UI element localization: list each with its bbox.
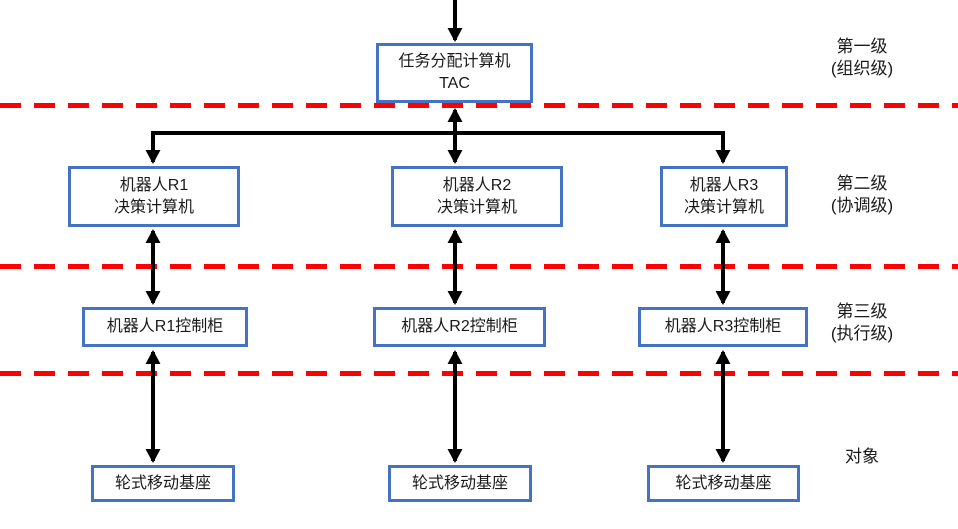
node-r1-decision-computer: 机器人R1 决策计算机: [68, 166, 240, 227]
level-divider-2: [0, 264, 958, 269]
node-r2-control-cabinet: 机器人R2控制柜: [373, 307, 546, 347]
label-level-3-line1: 第三级: [836, 302, 888, 321]
label-level-2-line2: (协调级): [830, 196, 894, 215]
node-base-r2-label: 轮式移动基座: [411, 474, 508, 492]
node-r1-control-cabinet: 机器人R1控制柜: [82, 307, 248, 347]
label-level-2: 第二级 (协调级): [802, 173, 922, 217]
node-r2-decision-computer: 机器人R2 决策计算机: [391, 166, 563, 227]
label-object: 对象: [802, 446, 922, 468]
node-r1-decision-line2: 决策计算机: [113, 198, 194, 216]
node-r3-cabinet-label: 机器人R3控制柜: [664, 318, 782, 335]
label-level-1-line1: 第一级: [836, 37, 888, 56]
label-level-3: 第三级 (执行级): [802, 301, 922, 345]
node-tac-label-line1: 任务分配计算机: [398, 53, 511, 70]
node-wheeled-base-r3: 轮式移动基座: [647, 465, 800, 502]
node-r3-decision-line2: 决策计算机: [683, 198, 764, 216]
node-r3-decision-computer: 机器人R3 决策计算机: [660, 166, 788, 227]
node-r3-control-cabinet: 机器人R3控制柜: [638, 307, 808, 347]
node-base-r3-label: 轮式移动基座: [675, 474, 772, 492]
node-r2-decision-line2: 决策计算机: [436, 198, 517, 216]
level-divider-1: [0, 103, 958, 108]
node-r2-cabinet-label: 机器人R2控制柜: [401, 318, 518, 335]
node-tac-label-line2: TAC: [439, 75, 470, 92]
label-object-line1: 对象: [845, 447, 879, 466]
node-r1-cabinet-label: 机器人R1控制柜: [106, 318, 224, 335]
node-wheeled-base-r1: 轮式移动基座: [91, 465, 235, 502]
node-r1-decision-line1: 机器人R1: [119, 176, 189, 194]
level-divider-3: [0, 371, 958, 376]
arrow-tac-branch-to-r1-r3: [145, 131, 731, 164]
label-level-2-line1: 第二级: [836, 174, 888, 193]
label-level-1-line2: (组织级): [830, 59, 894, 78]
node-r2-decision-line1: 机器人R2: [442, 176, 512, 194]
label-level-1: 第一级 (组织级): [802, 36, 922, 80]
label-level-3-line2: (执行级): [830, 324, 894, 343]
node-wheeled-base-r2: 轮式移动基座: [388, 465, 532, 502]
node-base-r1-label: 轮式移动基座: [114, 474, 211, 492]
node-r3-decision-line1: 机器人R3: [689, 176, 759, 194]
node-tac: 任务分配计算机 TAC: [376, 43, 533, 103]
